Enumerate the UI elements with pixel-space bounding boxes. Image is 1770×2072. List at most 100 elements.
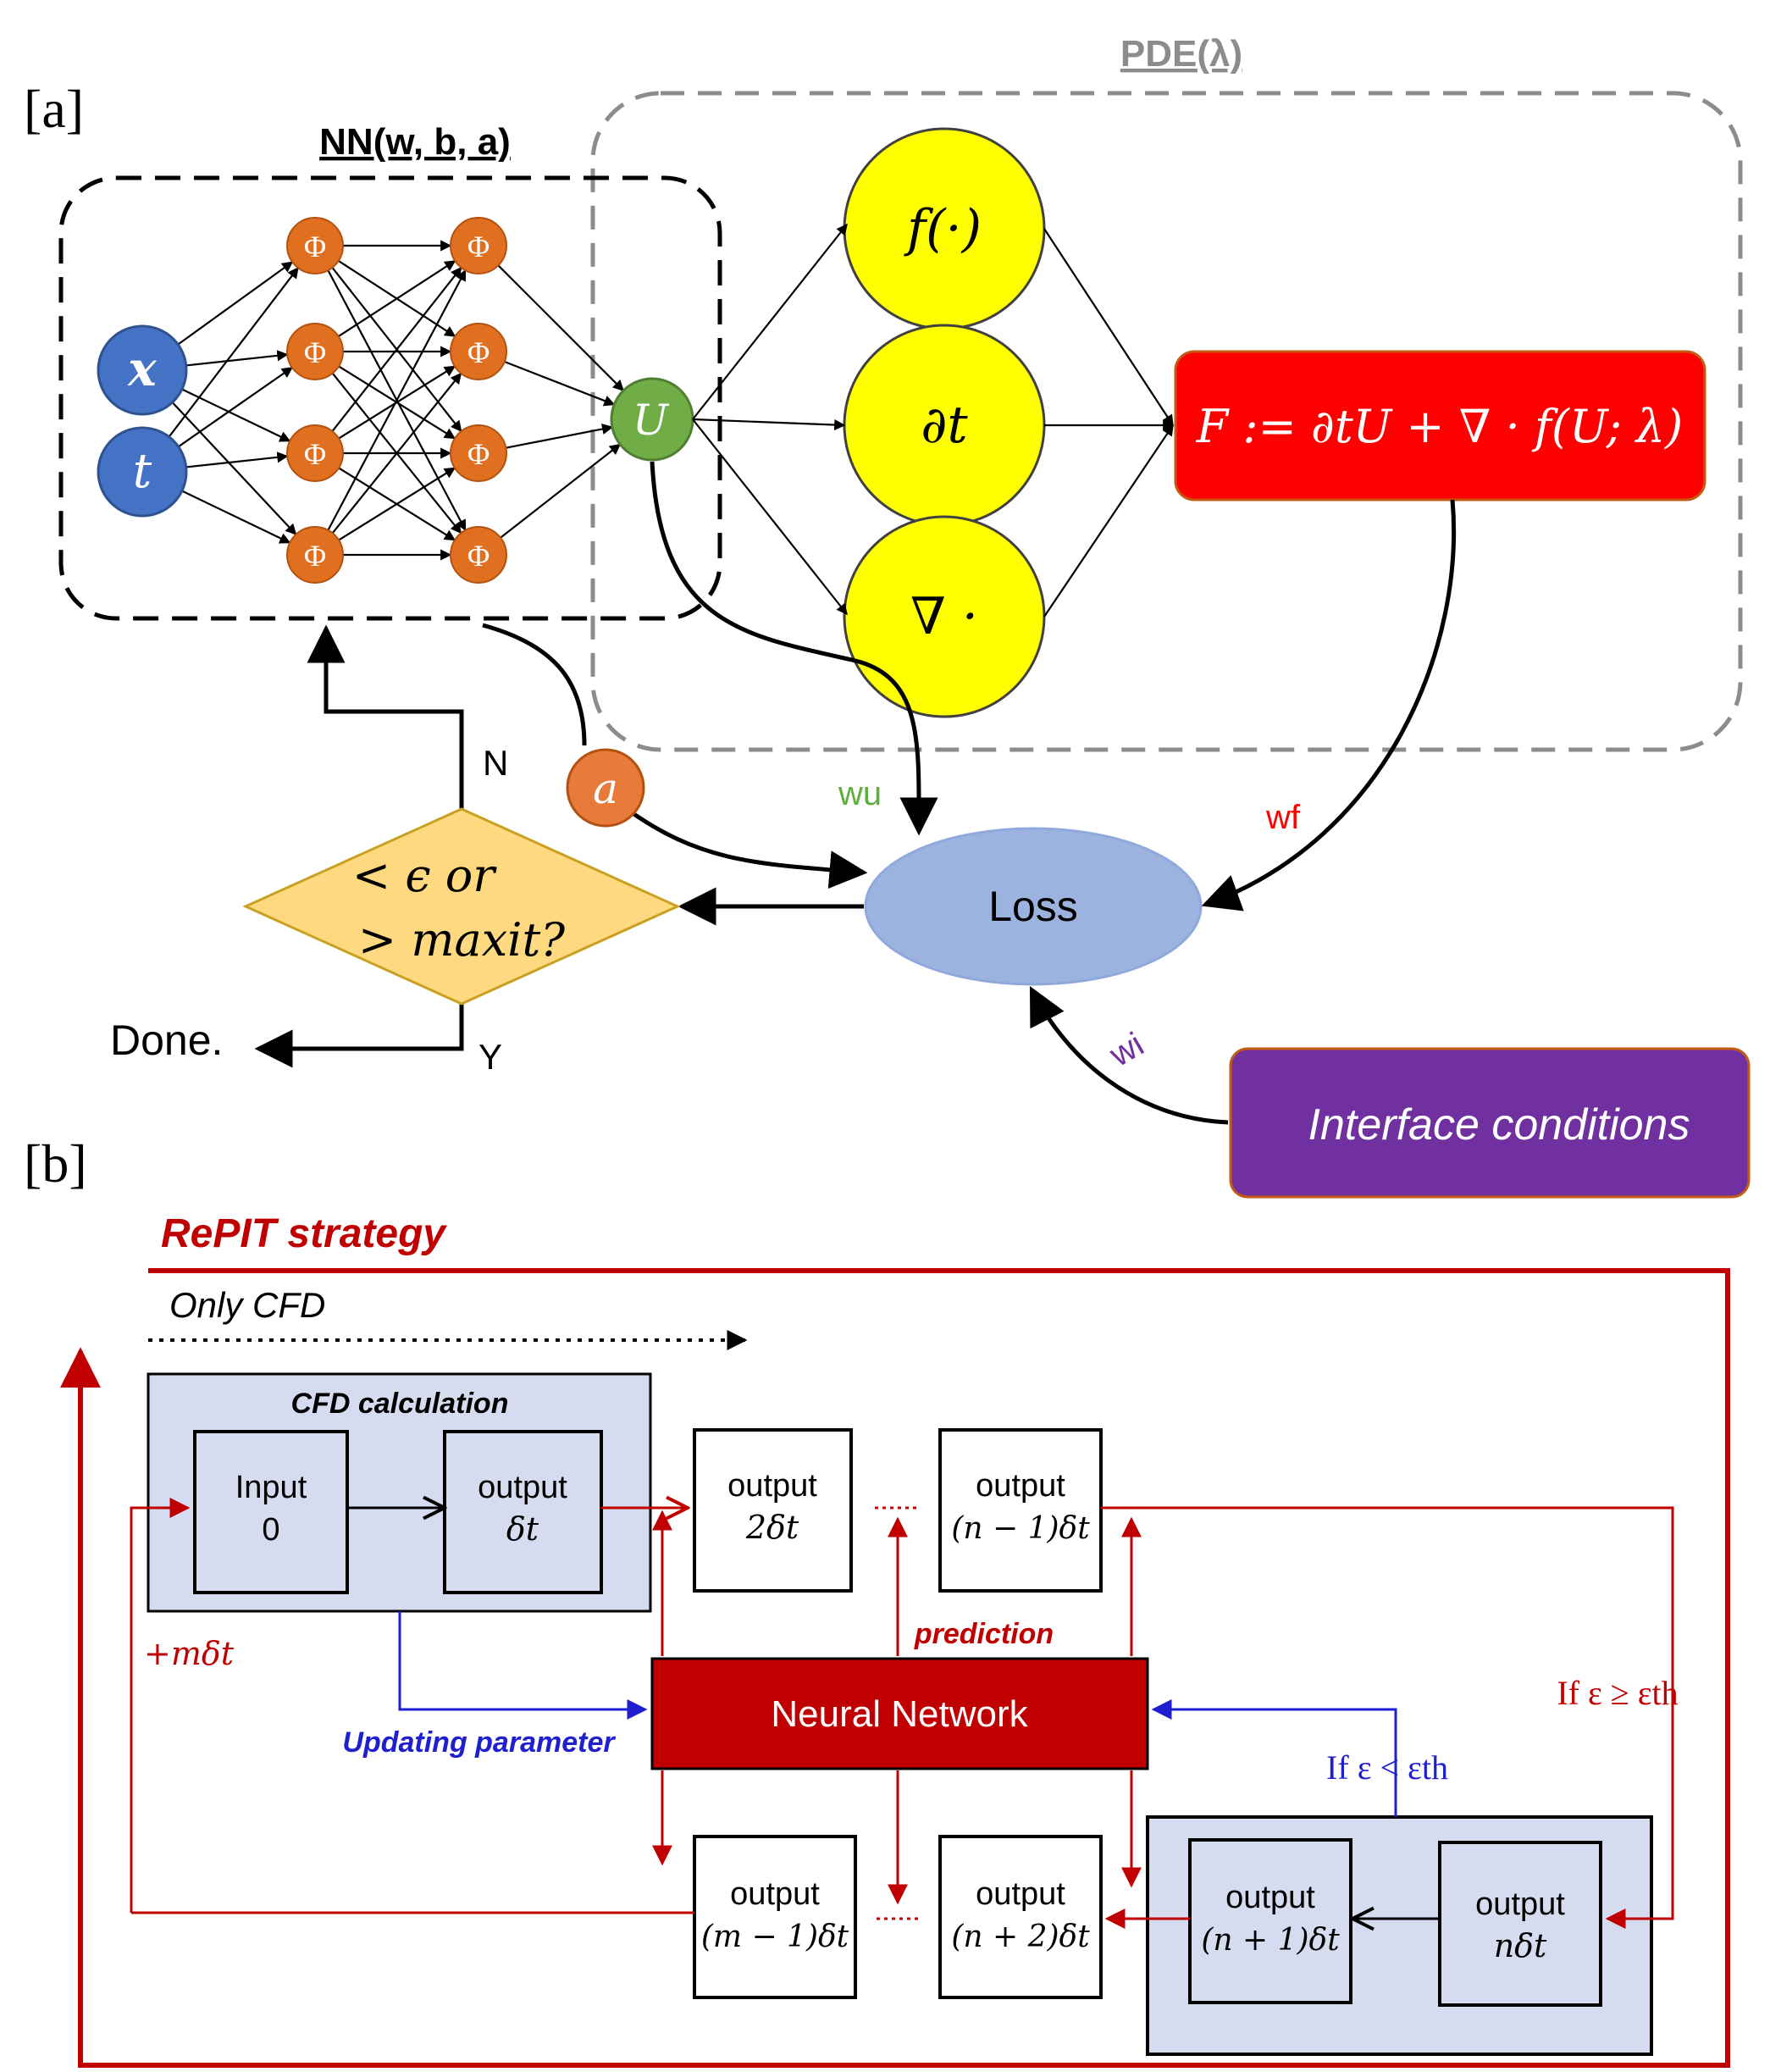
hidden-node: Φ bbox=[286, 424, 344, 482]
hidden-node: Φ bbox=[286, 323, 344, 380]
pde-title: PDE(λ) bbox=[1120, 33, 1242, 75]
branch-yes: Y bbox=[478, 1037, 502, 1077]
decision-line-2: > maxit? bbox=[358, 913, 566, 967]
box-out-n2dt: output (n + 2)δt bbox=[938, 1835, 1103, 1999]
operator-edges bbox=[692, 223, 1175, 618]
box-out-np1dt-line1: output bbox=[1225, 1880, 1315, 1915]
phi-label: Φ bbox=[304, 335, 326, 369]
panel-a-label: [a] bbox=[24, 79, 84, 139]
plus-mdt-label: +mδt bbox=[144, 1635, 235, 1672]
box-out-n1dt-line2: (n − 1)δt bbox=[951, 1511, 1090, 1546]
box-out-2dt: output 2δt bbox=[693, 1428, 853, 1593]
loss-flows bbox=[254, 461, 1457, 1125]
hidden-node: Φ bbox=[450, 323, 507, 380]
hidden-node: Φ bbox=[450, 424, 507, 482]
input-node-x: x bbox=[97, 324, 188, 416]
box-out-np1dt-line2: (n + 1)δt bbox=[1201, 1923, 1340, 1958]
cond-ge-label: If ε ≥ εth bbox=[1557, 1674, 1678, 1712]
box-out-n1dt: output (n − 1)δt bbox=[938, 1428, 1103, 1593]
nn-edge bbox=[181, 388, 291, 442]
loss-node: Loss bbox=[864, 827, 1203, 986]
nn-edge bbox=[338, 260, 456, 337]
box-out-2dt-line1: output bbox=[727, 1468, 817, 1504]
operator-div-label: ∇ · bbox=[910, 587, 978, 646]
box-out-dt: output δt bbox=[443, 1430, 603, 1594]
blue-flow-lines bbox=[398, 1611, 1397, 1817]
repit-title: RePIT strategy bbox=[161, 1211, 447, 1256]
input-node-t: t bbox=[97, 426, 188, 518]
nn-edge bbox=[178, 366, 293, 448]
nn-edge bbox=[338, 365, 456, 440]
box-out-np1dt: output (n + 1)δt bbox=[1188, 1838, 1352, 2004]
nn-edge bbox=[171, 402, 297, 535]
operator-dt-node: ∂t bbox=[843, 324, 1046, 527]
prediction-label: prediction bbox=[914, 1618, 1054, 1650]
interface-box: Interface conditions bbox=[1229, 1047, 1751, 1199]
box-out-ndt-line2: nδt bbox=[1494, 1927, 1547, 1964]
nn-edge bbox=[168, 267, 299, 438]
phi-label: Φ bbox=[467, 539, 490, 573]
box-input0-line1: Input bbox=[235, 1470, 307, 1505]
phi-label: Φ bbox=[304, 437, 326, 471]
box-input0: Input 0 bbox=[193, 1430, 349, 1594]
box-out-m1dt-line2: (m − 1)δt bbox=[701, 1920, 849, 1954]
weight-wf: wf bbox=[1265, 799, 1301, 836]
nn-edge bbox=[181, 490, 291, 544]
cond-lt-label: If ε < εth bbox=[1326, 1748, 1448, 1787]
operator-f-node: f(·) bbox=[843, 127, 1046, 330]
operator-dt-label: ∂t bbox=[921, 396, 968, 455]
operator-f-label: f(·) bbox=[904, 199, 982, 258]
box-out-dt-line1: output bbox=[478, 1470, 567, 1505]
box-out-ndt: output nδt bbox=[1438, 1841, 1602, 2007]
residual-box: F := ∂tU + ∇ · f(U; λ) bbox=[1174, 350, 1706, 501]
red-flow-lines bbox=[130, 1508, 1674, 1929]
nn-edge bbox=[177, 261, 294, 346]
nn-edge bbox=[327, 269, 467, 531]
phi-label: Φ bbox=[467, 437, 490, 471]
operator-div-node: ∇ · bbox=[843, 515, 1046, 718]
nn-edge bbox=[331, 372, 462, 534]
phi-label: Φ bbox=[304, 539, 326, 573]
box-out-n2dt-line1: output bbox=[976, 1876, 1065, 1912]
phi-label: Φ bbox=[467, 230, 490, 263]
decision-diamond: < ϵ or > maxit? bbox=[242, 807, 681, 1006]
loss-label: Loss bbox=[988, 883, 1078, 930]
hidden-layer-1: Φ Φ Φ Φ bbox=[286, 217, 344, 584]
output-node-u: U bbox=[610, 377, 694, 462]
box-input0-line2: 0 bbox=[262, 1512, 279, 1548]
box-out-n2dt-line2: (n + 2)δt bbox=[951, 1920, 1090, 1954]
box-out-dt-line2: δt bbox=[506, 1510, 539, 1548]
weight-wi: wi bbox=[1103, 1026, 1150, 1074]
panel-b-label: [b] bbox=[24, 1133, 87, 1194]
box-out-n1dt-line1: output bbox=[976, 1468, 1065, 1504]
nn-edge bbox=[504, 360, 616, 407]
cfd-calc-label: CFD calculation bbox=[291, 1388, 509, 1420]
input-x-label: x bbox=[127, 341, 157, 397]
nn-edge bbox=[185, 350, 289, 367]
box-out-m1dt: output (m − 1)δt bbox=[693, 1835, 857, 1999]
a-node: a bbox=[566, 748, 645, 828]
updating-label: Updating parameter bbox=[342, 1726, 616, 1759]
input-t-label: t bbox=[133, 444, 152, 499]
hidden-node: Φ bbox=[450, 217, 507, 274]
hidden-node: Φ bbox=[286, 217, 344, 274]
nn-title: NN(w, b, a) bbox=[319, 121, 511, 163]
decision-line-1: < ϵ or bbox=[352, 849, 497, 902]
hidden-node: Φ bbox=[286, 526, 344, 584]
nn-edge bbox=[331, 266, 462, 432]
only-cfd-label: Only CFD bbox=[169, 1285, 325, 1325]
a-label: a bbox=[593, 764, 618, 813]
box-out-2dt-line2: 2δt bbox=[745, 1509, 799, 1546]
neural-network-box: Neural Network bbox=[650, 1657, 1149, 1770]
pde-region bbox=[590, 91, 1743, 752]
hidden-node: Φ bbox=[450, 526, 507, 584]
output-u-label: U bbox=[633, 396, 670, 445]
nn-region bbox=[58, 175, 722, 621]
box-out-ndt-line1: output bbox=[1475, 1886, 1565, 1922]
nn-edge bbox=[500, 443, 622, 539]
phi-label: Φ bbox=[304, 230, 326, 263]
neural-network-label: Neural Network bbox=[771, 1693, 1028, 1735]
nn-edge bbox=[185, 452, 289, 468]
nn-connections bbox=[168, 240, 624, 561]
